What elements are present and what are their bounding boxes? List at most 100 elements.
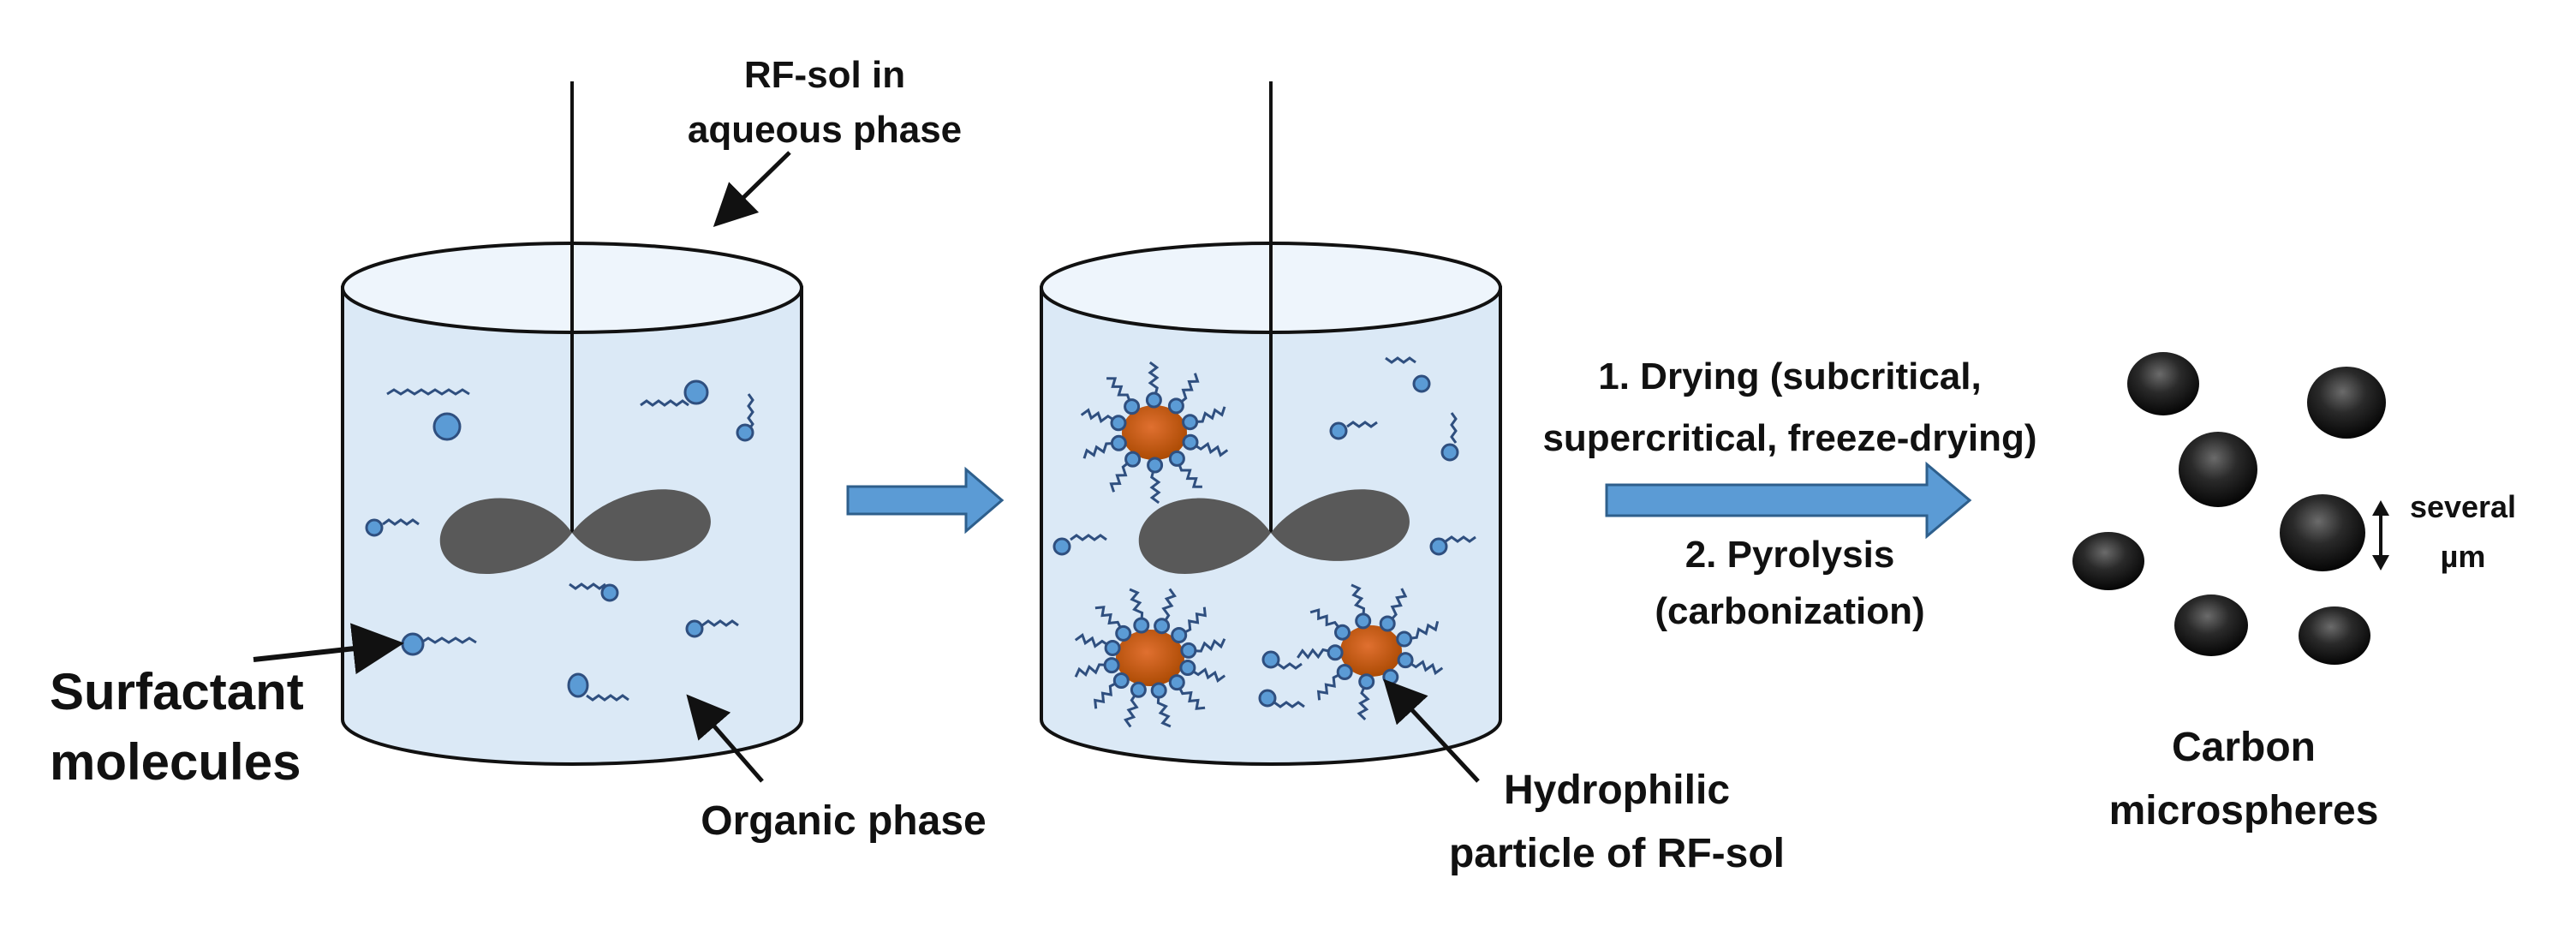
surfactant-head [1104,640,1121,656]
surfactant-molecule-11 [1440,412,1459,462]
process-arrow-icon [1605,461,1972,540]
surfactant-molecule-10 [1329,421,1378,440]
surfactant-tail [1178,606,1207,636]
surfactant-head [1179,660,1196,676]
carbon-label-line1: Carbon [2172,725,2316,770]
hydrophilic-label-line1: Hydrophilic [1504,768,1730,813]
carbon-sphere-icon [2127,352,2199,415]
carbon-sphere-icon [2280,494,2365,571]
carbon-sphere-icon [2174,594,2248,656]
hydrophilic-label-line2: particle of RF-sol [1449,831,1785,876]
surfactant-head [1336,664,1353,680]
surfactant-head [1379,615,1396,632]
surfactant-head [1115,624,1132,642]
surfactant-tail [1175,457,1202,488]
surfactant-tail [1404,659,1444,676]
carbon-sphere-icon [2179,432,2257,507]
surfactant-head [1358,673,1375,690]
rf-particle-icon [1340,625,1402,677]
surfactant-tail [1094,606,1125,635]
size-label-line1: several [2410,489,2516,524]
surfactant-molecule-13 [1429,535,1476,556]
surfactant-label-line1: Surfactant [50,663,304,720]
hydrophilic-pointer-arrow [1383,678,1480,783]
surfactant-tail [1357,681,1370,720]
surfactant-molecule-5 [569,582,619,602]
surfactant-head [1327,644,1344,661]
surfactant-head [1167,397,1184,415]
rf-sol-label-line1: RF-sol in [744,54,905,96]
surfactant-tail [1190,406,1226,424]
surfactant-tail [1351,583,1366,621]
surfactant-molecule-15 [1258,689,1305,708]
surfactant-tail [1124,689,1140,728]
surfactant-molecule-6 [401,632,477,656]
surfactant-head [1180,642,1197,659]
surfactant-molecule-4 [365,518,420,537]
stirrer-icon [1138,489,1410,575]
surfactant-tail [1074,663,1112,678]
surfactant-tail [1190,440,1229,457]
surfactant-head [1133,617,1150,634]
carbon-sphere-icon [2307,367,2386,439]
surfactant-head [1124,451,1142,468]
surfactant-tail [1175,681,1206,710]
rf-particle-icon [1116,630,1184,686]
step1-label-line1: 1. Drying (subcritical, [1598,355,1981,397]
rf-sol-label-line2: aqueous phase [688,109,962,151]
size-arrow-icon [2372,500,2389,571]
step1-label-line2: supercritical, freeze-drying) [1542,417,2036,459]
surfactant-head [1168,450,1185,467]
organic-phase-label: Organic phase [701,798,986,844]
surfactant-head [1103,657,1120,674]
surfactant-molecule-2 [640,379,709,407]
surfactant-molecule-12 [1052,534,1107,556]
surfactant-head [1334,624,1351,641]
carbon-sphere-icon [2072,532,2144,590]
surfactant-head [1397,652,1414,669]
surfactant-molecule-7 [685,619,739,638]
surfactant-tail [1129,588,1144,626]
surfactant-tail [1149,464,1161,505]
surfactant-head [1382,668,1399,685]
surfactant-tail [1188,638,1226,653]
rf-particle-1 [1080,361,1229,505]
surfactant-tail [1187,666,1226,683]
surfactant-head [1171,627,1188,643]
beaker-1 [341,81,803,766]
rf-particles [1074,361,1444,728]
rf-particle-icon [1122,405,1187,460]
surfactant-pointer-arrow [253,623,404,675]
surfactant-head [1154,618,1171,635]
surfactant-molecule-1 [386,388,470,441]
carbon-label-line2: microspheres [2109,788,2379,833]
surfactant-molecule-3 [736,393,754,442]
surfactant-tail [1160,588,1177,627]
surfactant-head [1112,672,1130,689]
surfactant-label-line2: molecules [50,733,301,791]
step2-label-line1: 2. Pyrolysis [1685,534,1895,576]
surfactant-tail [1386,588,1408,625]
surfactant-head [1168,674,1185,691]
rf-particle-2 [1074,588,1226,728]
surfactant-head [1182,414,1199,431]
surfactant-molecule-14 [1261,650,1303,670]
surfactant-tail [1156,690,1172,728]
surfactant-tail [1309,608,1344,634]
surfactant-tail [1109,457,1134,493]
surfactant-head [1182,433,1199,451]
surfactant-head [1150,682,1167,699]
surfactant-head [1396,630,1413,648]
surfactant-head [1147,457,1164,474]
size-label-line2: µm [2441,539,2486,574]
surfactant-tail [1316,671,1345,701]
surfactant-tail [1297,648,1336,660]
surfactant-tail [1082,441,1119,459]
surfactant-head [1124,398,1141,415]
stirrer-icon [439,489,711,575]
step2-label-line2: (carbonization) [1655,590,1924,632]
surfactant-tail [1080,408,1119,425]
surfactant-tail [1148,361,1160,401]
surfactant-tail [1175,373,1200,408]
